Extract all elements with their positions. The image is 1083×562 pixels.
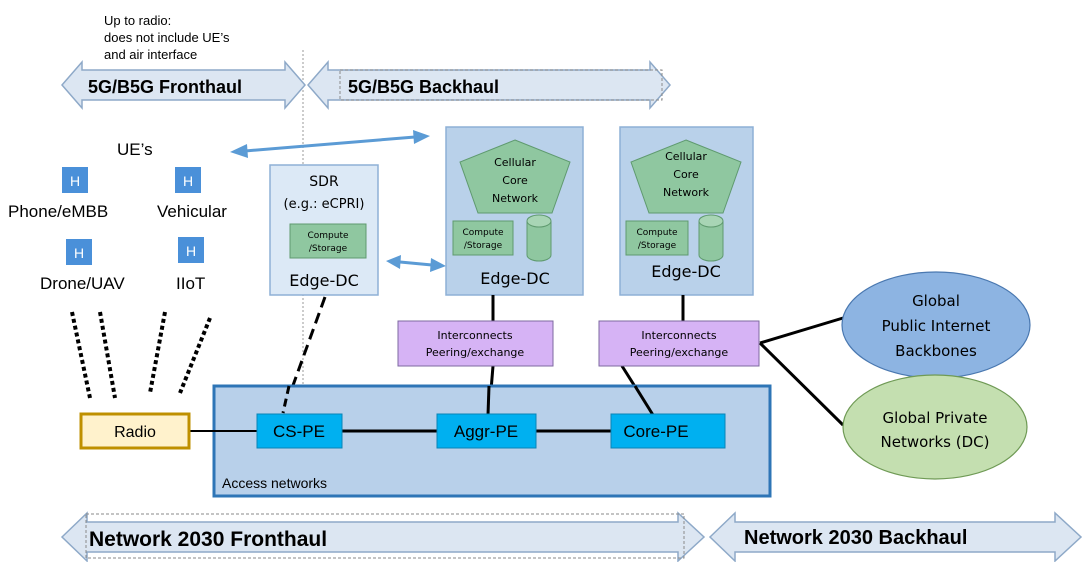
storage-cylinder-2-icon <box>698 214 724 262</box>
svg-text:CS-PE: CS-PE <box>273 422 325 441</box>
svg-text:Core: Core <box>502 174 528 187</box>
ue-iiot-label: IIoT <box>176 274 205 293</box>
svg-text:Network: Network <box>492 192 539 205</box>
svg-text:Cellular: Cellular <box>665 150 707 163</box>
edge-dc-2: Cellular Core Network Compute /Storage E… <box>619 126 754 296</box>
sdr-title: SDR <box>309 174 339 190</box>
svg-text:Public Internet: Public Internet <box>882 317 991 335</box>
aggr-pe-node: Aggr-PE <box>436 413 537 449</box>
ue-vehicular-label: Vehicular <box>157 202 227 221</box>
storage-cylinder-1-icon <box>526 214 552 262</box>
fronthaul-2030-arrow: Network 2030 Fronthaul <box>60 511 706 562</box>
interconnect-1: Interconnects Peering/exchange <box>397 320 554 367</box>
global-internet-cloud: Global Public Internet Backbones <box>841 271 1031 379</box>
svg-text:Global Private: Global Private <box>883 409 988 427</box>
svg-text:Interconnects: Interconnects <box>641 329 716 342</box>
svg-text:Network: Network <box>663 186 710 199</box>
svg-text:Global: Global <box>912 292 960 310</box>
sdr-compute-line2: /Storage <box>309 244 348 254</box>
edge-dc-1: Cellular Core Network Compute /Storage E… <box>445 126 584 296</box>
access-networks-label: Access networks <box>222 475 327 491</box>
svg-text:Radio: Radio <box>114 424 156 441</box>
svg-text:H: H <box>186 243 196 259</box>
svg-text:H: H <box>74 245 84 261</box>
svg-text:Aggr-PE: Aggr-PE <box>454 422 518 441</box>
svg-text:H: H <box>70 173 80 189</box>
cellular-core-2-icon <box>630 139 742 214</box>
ue-to-edge-arrow <box>230 130 430 158</box>
note-line-1: Up to radio: <box>104 13 171 28</box>
sdr-edge-dc-label: Edge-DC <box>289 271 359 290</box>
backhaul-2030-label: Network 2030 Backhaul <box>744 527 967 549</box>
host-icon-drone: H <box>66 239 92 265</box>
interconnect-to-private-link <box>758 341 845 427</box>
ue-drone-label: Drone/UAV <box>40 274 125 293</box>
svg-text:Compute: Compute <box>462 228 504 238</box>
svg-text:Compute: Compute <box>636 228 678 238</box>
fronthaul-5g-arrow: 5G/B5G Fronthaul <box>61 59 306 111</box>
radio-node: Radio <box>79 412 191 450</box>
svg-text:Backbones: Backbones <box>895 342 977 360</box>
cellular-core-1-icon <box>459 139 571 214</box>
fronthaul-2030-label: Network 2030 Fronthaul <box>89 528 327 551</box>
global-private-cloud: Global Private Networks (DC) <box>842 374 1028 480</box>
core-uplink-top <box>633 385 655 416</box>
sdr-edge-dc: SDR (e.g.: eCPRI) Compute /Storage Edge-… <box>269 164 379 296</box>
fronthaul-5g-label: 5G/B5G Fronthaul <box>88 77 242 97</box>
host-icon-phone: H <box>62 167 88 193</box>
ue-phone-label: Phone/eMBB <box>8 202 108 221</box>
svg-text:H: H <box>183 173 193 189</box>
sdr-to-edge-arrow <box>386 255 446 272</box>
host-icon-iiot: H <box>178 237 204 263</box>
svg-text:Interconnects: Interconnects <box>437 329 512 342</box>
ue-title: UE’s <box>117 140 153 159</box>
host-icon-vehicular: H <box>175 167 201 193</box>
cs-pe-node: CS-PE <box>256 413 343 449</box>
sdr-subtitle: (e.g.: eCPRI) <box>284 197 365 212</box>
svg-text:Peering/exchange: Peering/exchange <box>426 346 525 359</box>
edge-dc-2-label: Edge-DC <box>651 262 721 281</box>
svg-text:Peering/exchange: Peering/exchange <box>630 346 729 359</box>
backhaul-2030-arrow: Network 2030 Backhaul <box>708 511 1083 562</box>
svg-text:/Storage: /Storage <box>638 241 677 251</box>
sdr-compute-line1: Compute <box>307 231 349 241</box>
svg-text:Cellular: Cellular <box>494 156 536 169</box>
svg-text:/Storage: /Storage <box>464 241 503 251</box>
svg-text:Core-PE: Core-PE <box>623 422 688 441</box>
edge-dc-1-label: Edge-DC <box>480 269 550 288</box>
cspe-uplink-top <box>281 385 291 414</box>
interconnect-2: Interconnects Peering/exchange <box>598 320 760 367</box>
aggr-uplink-top <box>486 385 491 416</box>
radio-wireless-links <box>70 311 212 399</box>
svg-text:Core: Core <box>673 168 699 181</box>
svg-text:Networks (DC): Networks (DC) <box>881 433 990 451</box>
note-line-3: and air interface <box>104 47 197 62</box>
core-pe-node: Core-PE <box>610 413 726 449</box>
backhaul-5g-arrow: 5G/B5G Backhaul <box>307 59 671 111</box>
backhaul-5g-label: 5G/B5G Backhaul <box>348 77 499 97</box>
note-line-2: does not include UE’s <box>104 30 230 45</box>
interconnect-to-internet-link <box>759 316 844 345</box>
